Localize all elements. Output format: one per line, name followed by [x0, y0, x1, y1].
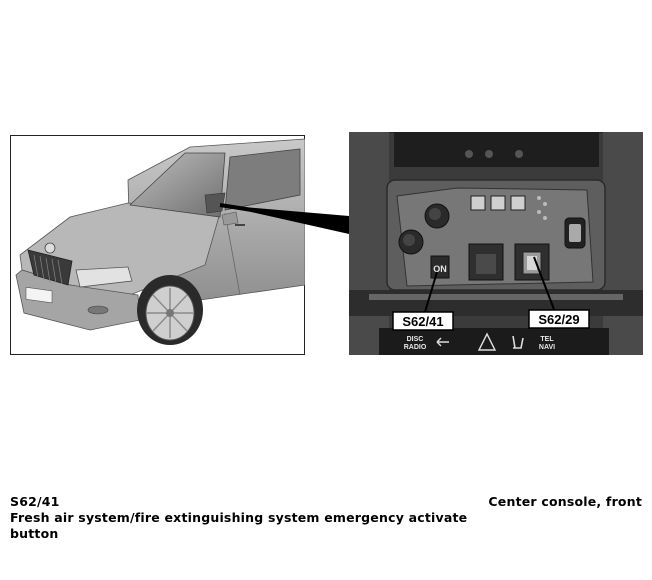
- caption-description: Fresh air system/fire extinguishing syst…: [10, 510, 468, 541]
- center-console-photo: ON DISC RADIO TEL NAVI: [349, 132, 643, 355]
- seat-icon: [512, 335, 524, 349]
- disc-label-line1: DISC: [407, 336, 424, 343]
- car-body: [15, 138, 305, 345]
- disc-label-line2: RADIO: [404, 344, 427, 351]
- switch-on-label: ON: [433, 264, 447, 274]
- callout-box-s62-29: [528, 309, 590, 329]
- rotary-knob-icon: [424, 203, 450, 229]
- emergency-activate-switch: ON: [430, 255, 450, 279]
- hazard-warning-icon: [477, 332, 497, 351]
- rotary-knob-icon: [398, 229, 424, 255]
- switch-s62-29: [514, 243, 550, 281]
- callout-box-s62-41: [392, 311, 454, 331]
- tel-label-line1: TEL: [540, 336, 554, 343]
- callout-s62-41: S62/41: [402, 314, 443, 329]
- caption-component-code: S62/41: [10, 494, 60, 509]
- tel-label-line2: NAVI: [539, 344, 555, 351]
- location-label: Center console, front: [488, 494, 642, 509]
- callout-s62-29: S62/29: [538, 312, 579, 327]
- car-illustration: [10, 135, 305, 355]
- back-arrow-icon: [436, 337, 449, 347]
